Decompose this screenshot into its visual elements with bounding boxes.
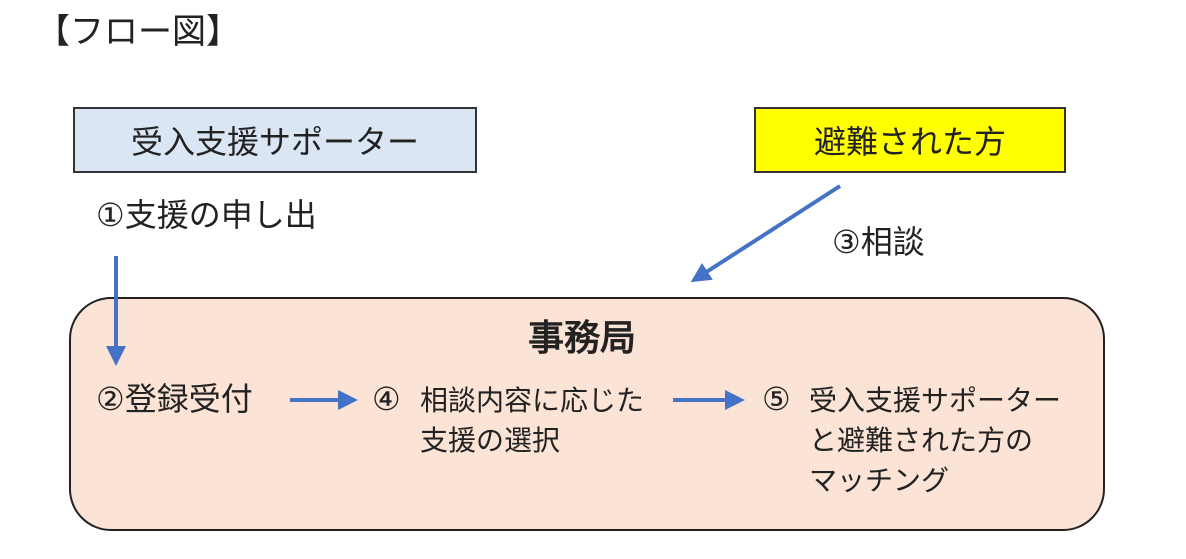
step-2-label: ②登録受付: [96, 380, 253, 418]
step-1-label: ①支援の申し出: [96, 196, 317, 234]
step-5-text: 受入支援サポーター と避難された方の マッチング: [809, 381, 1099, 501]
step-4-text: 相談内容に応じた 支援の選択: [420, 381, 670, 461]
step-5-line: マッチング: [809, 464, 950, 497]
step-5-line: と避難された方の: [809, 424, 1034, 457]
supporter-node: 受入支援サポーター: [73, 107, 477, 173]
step-5-line: 受入支援サポーター: [809, 384, 1062, 417]
step-4-line: 相談内容に応じた: [420, 384, 645, 417]
step-4-line: 支援の選択: [420, 424, 561, 457]
page-title: 【フロー図】: [36, 12, 240, 52]
evacuee-node: 避難された方: [754, 107, 1066, 173]
arrow-evacuee-to-office: [690, 184, 842, 283]
office-label: 事務局: [528, 318, 637, 359]
step-4-number: ④: [372, 380, 401, 418]
office-node: [69, 297, 1105, 531]
step-3-label: ③相談: [832, 223, 925, 261]
supporter-label: 受入支援サポーター: [130, 123, 419, 161]
step-5-number: ⑤: [762, 380, 791, 418]
evacuee-label: 避難された方: [813, 123, 1006, 161]
